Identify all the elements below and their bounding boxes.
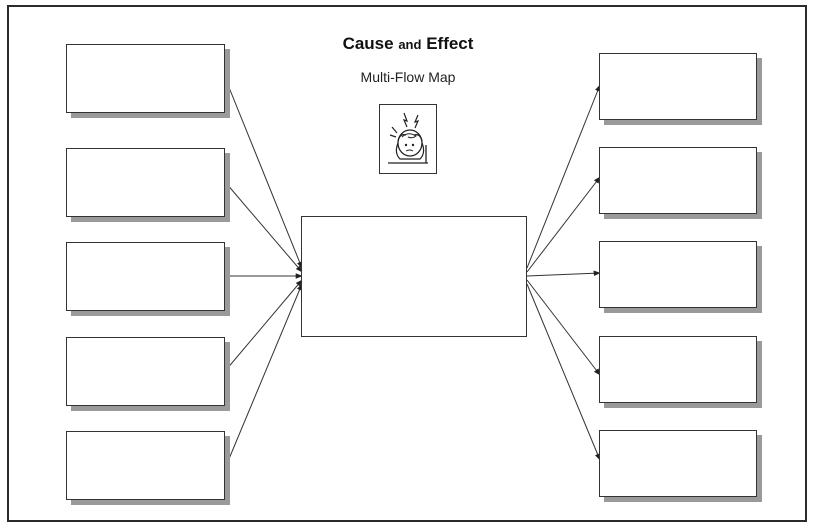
cause-box-4[interactable] xyxy=(66,337,225,406)
stressed-person-icon xyxy=(379,104,437,174)
title-effect: Effect xyxy=(426,34,474,53)
cause-arrow-4 xyxy=(225,279,303,371)
cause-arrow-2 xyxy=(225,182,303,273)
map-title: Cause and Effect xyxy=(328,34,488,54)
effect-box-1[interactable] xyxy=(599,53,757,120)
cause-box-3[interactable] xyxy=(66,242,225,311)
cause-arrow-1 xyxy=(225,79,303,269)
effect-box-4[interactable] xyxy=(599,336,757,403)
title-cause: Cause xyxy=(342,34,394,53)
effect-box-5[interactable] xyxy=(599,430,757,497)
effect-box-3[interactable] xyxy=(599,241,757,308)
effect-arrow-1 xyxy=(526,84,601,269)
effect-box-2[interactable] xyxy=(599,147,757,214)
title-and: and xyxy=(398,37,422,52)
cause-box-5[interactable] xyxy=(66,431,225,500)
effect-arrow-5 xyxy=(526,283,601,461)
effect-arrow-4 xyxy=(526,279,601,376)
cause-arrow-5 xyxy=(225,283,303,467)
event-box[interactable] xyxy=(301,216,527,337)
cause-box-1[interactable] xyxy=(66,44,225,113)
cause-box-2[interactable] xyxy=(66,148,225,217)
map-subtitle: Multi-Flow Map xyxy=(360,69,456,85)
effect-arrow-2 xyxy=(526,176,601,273)
effect-arrow-3 xyxy=(526,270,601,277)
